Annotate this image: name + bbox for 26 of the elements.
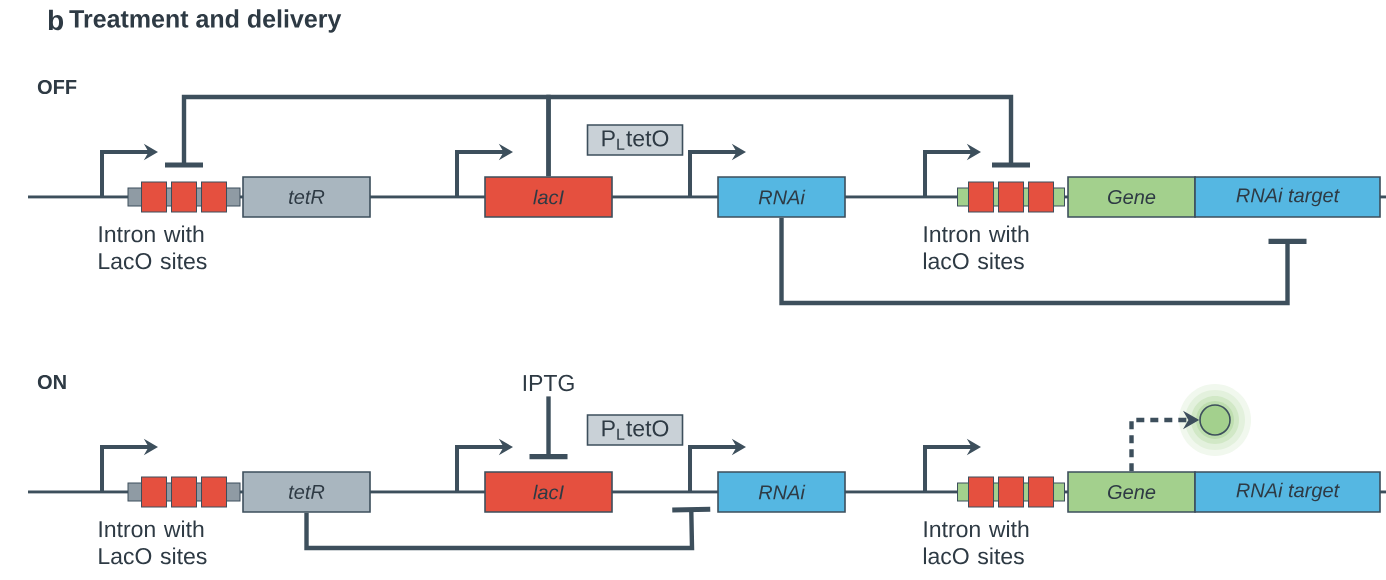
- node-label: Intron with LacO sites: [99, 225, 207, 270]
- promoter-label: P$_{L}$tetO: [586, 414, 684, 446]
- panel-label: b: [48, 9, 64, 31]
- inducer-label: IPTG: [523, 374, 574, 392]
- gene-box: lacI: [484, 176, 613, 218]
- gene-box: Gene: [1067, 176, 1196, 218]
- gene-box: tetR: [242, 471, 371, 513]
- regulation-arrow: [304, 506, 711, 551]
- protein-circle: [1179, 384, 1251, 456]
- promoter-label: P$_{L}$tetO: [586, 124, 684, 156]
- regulation-arrow: [529, 396, 568, 460]
- panel-label: ON: [37, 374, 66, 390]
- gene-box: RNAi target: [1194, 471, 1381, 513]
- gene-box: RNAi: [717, 471, 846, 513]
- panel-label: OFF: [37, 79, 77, 95]
- gene-box: RNAi target: [1194, 176, 1381, 218]
- node-label: Intron with lacO sites: [923, 225, 1029, 270]
- gene-box: Gene: [1067, 471, 1196, 513]
- regulation-arrow: [546, 94, 1030, 177]
- regulation-arrow: [779, 217, 1307, 306]
- gene-box: RNAi: [717, 176, 846, 218]
- node-label: Intron with LacO sites: [99, 520, 207, 565]
- gene-box: tetR: [242, 176, 371, 218]
- node-label: Intron with lacO sites: [923, 520, 1029, 565]
- title: Treatment and delivery: [69, 9, 342, 33]
- gene-box: lacI: [484, 471, 613, 513]
